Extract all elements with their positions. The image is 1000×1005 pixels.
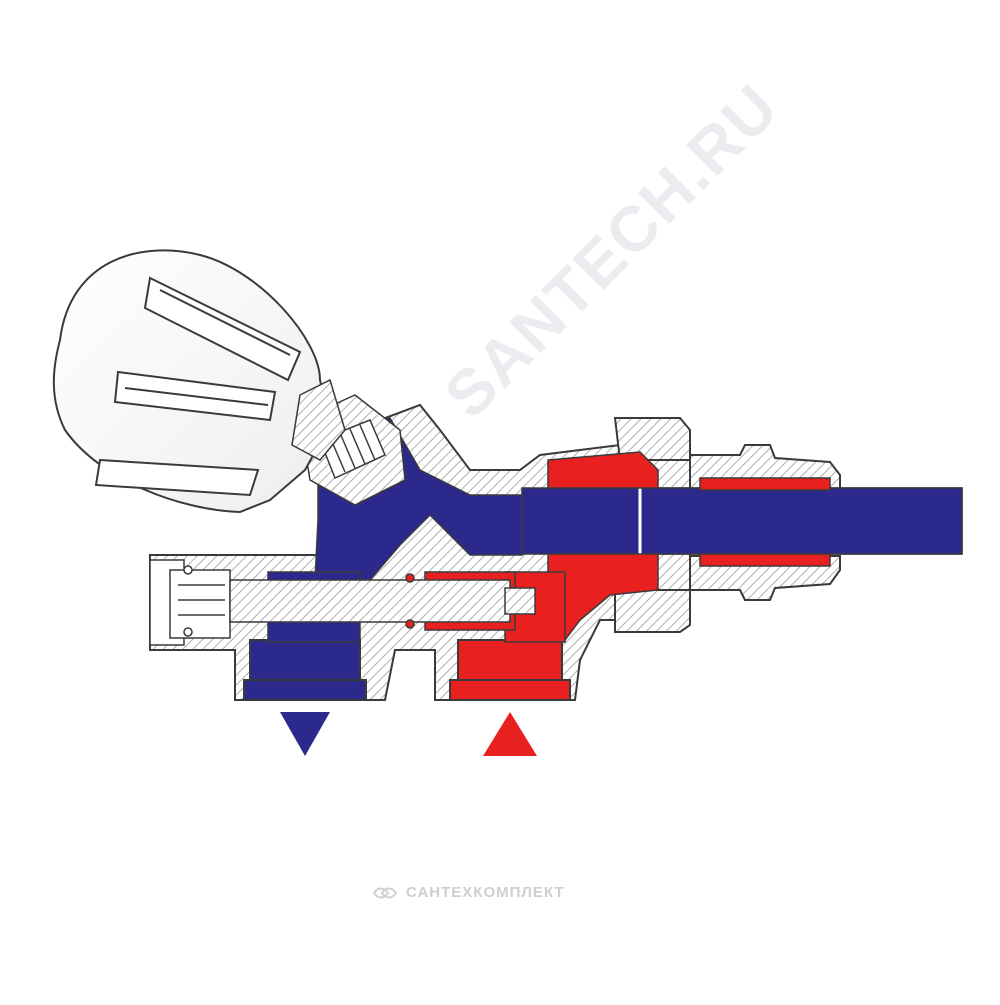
return-flow-arrow [280,712,330,756]
knob-collar [291,378,346,461]
left-port [243,639,367,701]
right-port [449,639,571,701]
supply-flow-arrow [483,712,537,756]
santehkomplekt-logo-icon [372,887,398,898]
handwheel-knob[interactable] [52,249,332,514]
valve-spindle [149,559,536,646]
watermark-bottom: САНТЕХКОМПЛЕКТ [372,884,565,901]
watermark-bottom-text: САНТЕХКОМПЛЕКТ [406,884,565,901]
